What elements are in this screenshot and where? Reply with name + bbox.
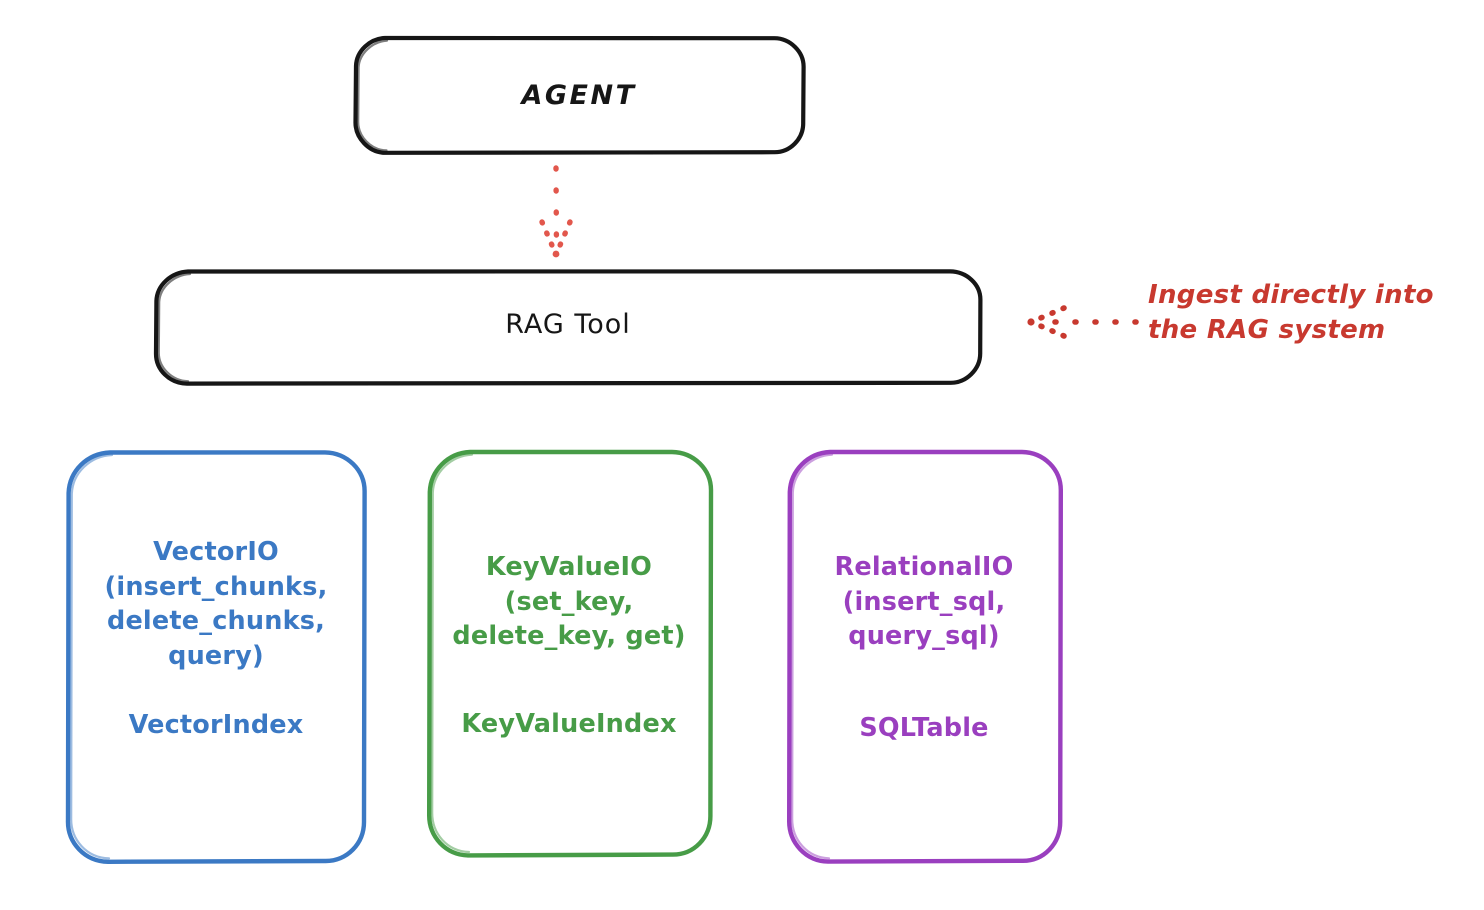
note-arrowhead-lower-barb (1033, 321, 1067, 339)
agent-label: AGENT (521, 80, 637, 111)
relational-io-node[interactable] (786, 449, 1064, 864)
sql-table-label: SQLTable (859, 713, 989, 743)
key-value-io-box-sketch-overstroke (431, 453, 474, 854)
connector-note-to-rag-tool (1027, 305, 1139, 339)
key-value-io-api-label: KeyValueIO (set_key, delete_key, get) (452, 552, 686, 652)
arrowhead-left-barb (539, 219, 557, 253)
vector-io-box-outline (65, 450, 367, 864)
vector-io-api-label: VectorIO (insert_chunks, delete_chunks, … (104, 537, 328, 672)
agent-box-sketch-overstroke (357, 39, 389, 152)
key-value-io-node[interactable] (426, 449, 714, 858)
rag-tool-box-outline (153, 269, 983, 386)
rag-tool-box-sketch-overstroke (157, 272, 192, 383)
rag-tool-label: RAG Tool (505, 309, 631, 340)
relational-io-api-label: RelationalIO (insert_sql, query_sql) (834, 552, 1014, 652)
key-value-io-box-outline (426, 449, 714, 858)
connector-agent-to-rag-tool-line (553, 165, 560, 255)
arrowhead-tip (552, 250, 560, 258)
agent-box-outline (353, 35, 806, 155)
relational-io-box-sketch-overstroke (791, 453, 834, 860)
note-arrowhead-tip (1027, 318, 1035, 326)
note-arrowhead-upper-barb (1033, 305, 1067, 323)
arrowhead-right-barb (555, 219, 573, 253)
key-value-index-label: KeyValueIndex (461, 709, 677, 739)
relational-io-box-outline (786, 449, 1064, 864)
vector-io-node[interactable] (65, 450, 367, 864)
rag-tool-node[interactable] (153, 269, 983, 386)
connector-agent-to-rag-tool (539, 165, 573, 258)
ingest-annotation-label: Ingest directly into the RAG system (1148, 280, 1434, 346)
vector-index-label: VectorIndex (128, 710, 304, 740)
vector-io-box-sketch-overstroke (70, 453, 114, 860)
agent-node[interactable] (353, 35, 806, 155)
